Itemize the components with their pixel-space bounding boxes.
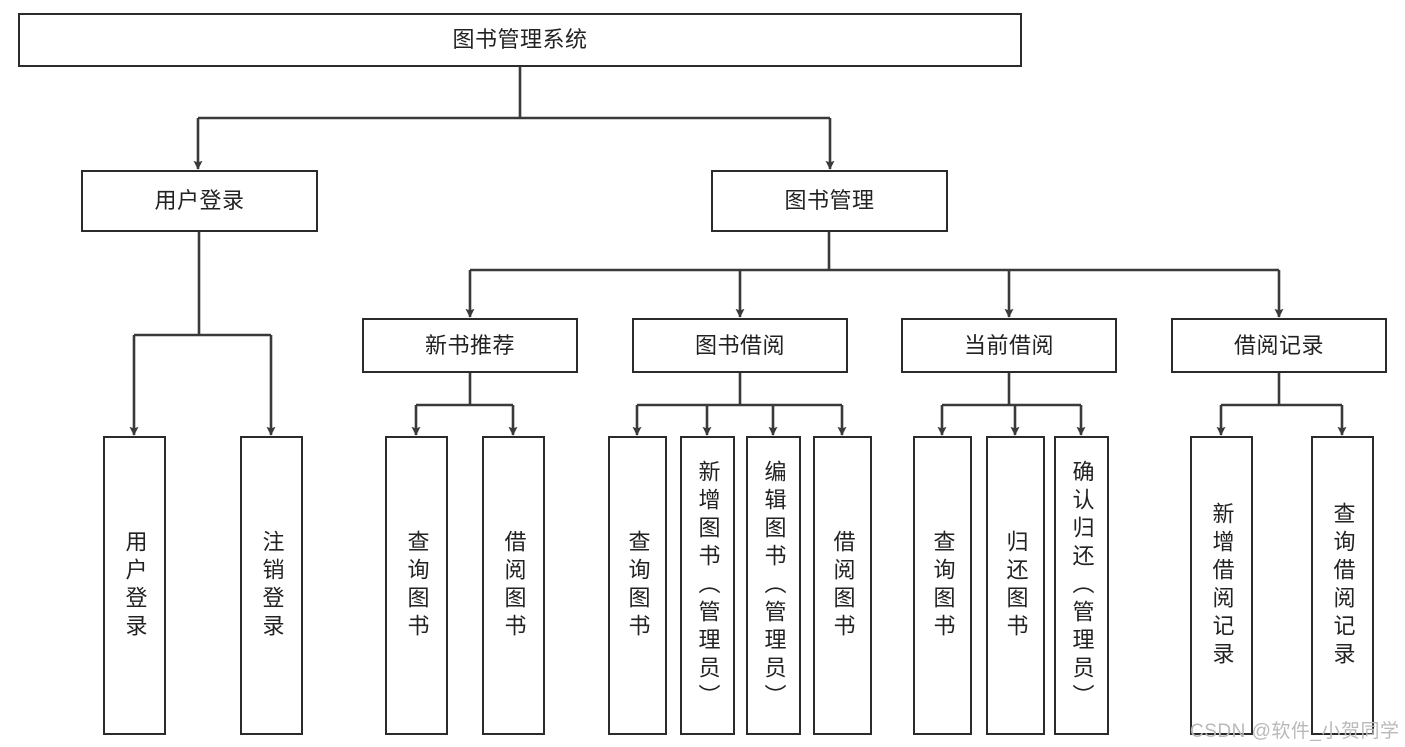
node-label: 新增借阅记录 bbox=[1209, 501, 1235, 670]
node-label: 用户登录 bbox=[154, 188, 245, 214]
node-leaf-query-borrow-record[interactable]: 查询借阅记录 bbox=[1311, 436, 1374, 735]
node-current-borrow[interactable]: 当前借阅 bbox=[901, 318, 1117, 373]
node-label: 新增图书（管理员） bbox=[695, 459, 721, 712]
node-user-login[interactable]: 用户登录 bbox=[81, 170, 318, 232]
node-label: 归还图书 bbox=[1003, 529, 1029, 642]
node-leaf-borrow-book-bm[interactable]: 借阅图书 bbox=[813, 436, 872, 735]
node-label: 图书借阅 bbox=[694, 332, 785, 358]
node-label: 查询借阅记录 bbox=[1330, 501, 1356, 670]
node-leaf-edit-book-admin[interactable]: 编辑图书（管理员） bbox=[746, 436, 801, 735]
node-leaf-add-borrow-record[interactable]: 新增借阅记录 bbox=[1190, 436, 1253, 735]
node-leaf-query-book-rec[interactable]: 查询图书 bbox=[385, 436, 448, 735]
node-new-book-rec[interactable]: 新书推荐 bbox=[362, 318, 578, 373]
node-leaf-confirm-return[interactable]: 确认归还（管理员） bbox=[1054, 436, 1109, 735]
node-label: 查询图书 bbox=[625, 529, 651, 642]
node-label: 借阅记录 bbox=[1233, 332, 1324, 358]
node-leaf-user-login[interactable]: 用户登录 bbox=[103, 436, 166, 735]
node-borrow-record[interactable]: 借阅记录 bbox=[1171, 318, 1387, 373]
node-leaf-return-book[interactable]: 归还图书 bbox=[986, 436, 1045, 735]
node-leaf-query-book-cb[interactable]: 查询图书 bbox=[913, 436, 972, 735]
node-label: 查询图书 bbox=[930, 529, 956, 642]
node-label: 图书管理系统 bbox=[452, 27, 588, 53]
node-book-manage[interactable]: 图书管理 bbox=[711, 170, 948, 232]
watermark-credit: CSDN @软件_小贺同学 bbox=[1190, 721, 1400, 742]
node-root-book-management-system[interactable]: 图书管理系统 bbox=[18, 13, 1022, 67]
node-label: 确认归还（管理员） bbox=[1069, 459, 1095, 712]
node-label: 查询图书 bbox=[404, 529, 430, 642]
node-leaf-add-book-admin[interactable]: 新增图书（管理员） bbox=[680, 436, 735, 735]
node-label: 借阅图书 bbox=[501, 529, 527, 642]
node-label: 图书管理 bbox=[784, 188, 875, 214]
node-label: 用户登录 bbox=[122, 529, 148, 642]
node-book-borrow[interactable]: 图书借阅 bbox=[632, 318, 848, 373]
node-label: 编辑图书（管理员） bbox=[761, 459, 787, 712]
node-label: 新书推荐 bbox=[424, 332, 515, 358]
node-leaf-query-book-bm[interactable]: 查询图书 bbox=[608, 436, 667, 735]
node-label: 注销登录 bbox=[259, 529, 285, 642]
node-label: 借阅图书 bbox=[830, 529, 856, 642]
node-leaf-logout[interactable]: 注销登录 bbox=[240, 436, 303, 735]
node-label: 当前借阅 bbox=[963, 332, 1054, 358]
node-leaf-borrow-book-rec[interactable]: 借阅图书 bbox=[482, 436, 545, 735]
